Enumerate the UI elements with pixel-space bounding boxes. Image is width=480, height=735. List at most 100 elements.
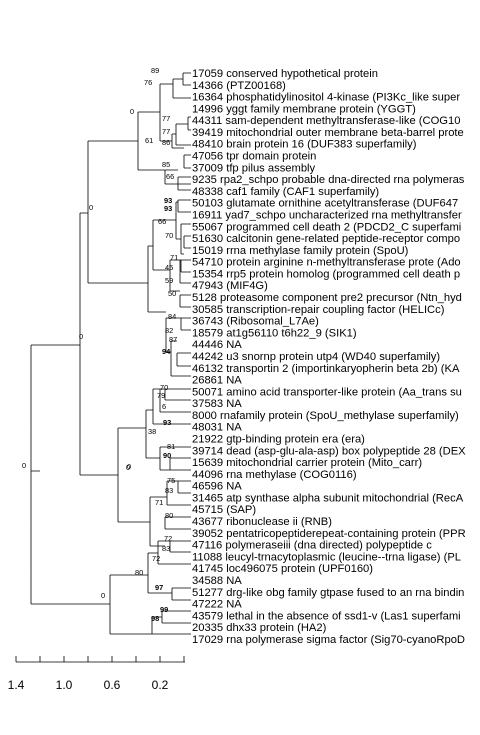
leaf-label: 11088 leucyl-trnacytoplasmic (leucine--t… — [192, 551, 461, 563]
leaf-label: 47116 polymeraseiii (dna directed) polyp… — [192, 540, 432, 552]
leaf-label: 50103 glutamate ornithine acetyltransfer… — [192, 198, 458, 210]
support-value: 94 — [162, 347, 171, 356]
leaf-label: 36743 (Ribosomal_L7Ae) — [192, 316, 319, 328]
support-value: 85 — [162, 160, 170, 169]
support-value: 83 — [165, 486, 173, 495]
leaf-label: 48338 caf1 family (CAF1 superfamily) — [192, 186, 379, 198]
leaf-label: 45715 (SAP) — [192, 504, 256, 516]
scale-tick-label: 1.0 — [56, 678, 73, 692]
support-value: 76 — [144, 78, 152, 87]
scale-tick-label: 0.2 — [152, 678, 169, 692]
support-value: 93 — [164, 204, 172, 213]
support-values: 8976077778661856609393667071455950084828… — [22, 66, 178, 623]
leaf-label: 48410 brain protein 16 (DUF383 superfami… — [192, 139, 417, 151]
leaf-label: 44446 NA — [192, 339, 242, 351]
support-value: 77 — [162, 114, 170, 123]
support-value: 83 — [162, 544, 170, 553]
leaf-label: 46132 transportin 2 (importinkaryopherin… — [192, 363, 460, 375]
leaf-label: 44096 rna methylase (COG0116) — [192, 469, 357, 481]
leaf-label: 37583 NA — [192, 398, 242, 410]
support-value: 0 — [89, 203, 93, 212]
leaf-label: 21922 gtp-binding protein era (era) — [192, 434, 365, 446]
leaf-labels: 17059 conserved hypothetical protein1436… — [192, 68, 466, 646]
leaf-label: 51630 calcitonin gene-related peptide-re… — [192, 233, 460, 245]
leaf-label: 17029 rna polymerase sigma factor (Sig70… — [192, 634, 465, 646]
leaf-label: 15354 rrp5 protein homolog (programmed c… — [192, 268, 460, 280]
support-value: 72 — [152, 554, 160, 563]
scale-axis: 1.4 1.0 0.6 0.2 — [8, 656, 185, 692]
leaf-label: 37009 tfp pilus assembly — [192, 162, 316, 174]
support-value: 87 — [169, 335, 177, 344]
leaf-label: 9235 rpa2_schpo probable dna-directed rn… — [192, 174, 465, 186]
leaf-label: 15639 mitochondrial carrier protein (Mit… — [192, 457, 422, 469]
support-value: 86 — [162, 138, 170, 147]
scale-tick-label: 1.4 — [8, 678, 25, 692]
leaf-label: 47056 tpr domain protein — [192, 151, 316, 163]
support-value: 81 — [167, 442, 175, 451]
support-value: 71 — [155, 498, 163, 507]
leaf-label: 50071 amino acid transporter-like protei… — [192, 386, 462, 398]
leaf-label: 47222 NA — [192, 599, 242, 611]
support-value: 75 — [167, 476, 175, 485]
support-value: 98 — [151, 614, 159, 623]
scale-tick-label: 0.6 — [104, 678, 121, 692]
leaf-label: 39052 pentatricopeptiderepeat-containing… — [192, 528, 466, 540]
support-value: 90 — [163, 451, 171, 460]
support-value: 93 — [164, 196, 172, 205]
support-value: 0 — [127, 462, 131, 471]
support-value: 61 — [145, 136, 153, 145]
support-value: 84 — [168, 312, 176, 321]
leaf-label: 47943 (MIF4G) — [192, 280, 268, 292]
support-value: 66 — [166, 172, 174, 181]
leaf-label: 16364 phosphatidylinositol 4-kinase (PI3… — [192, 92, 460, 104]
leaf-label: 41745 loc496075 protein (UPF0160) — [192, 563, 373, 575]
support-value: 99 — [160, 605, 168, 614]
leaf-label: 48031 NA — [192, 422, 242, 434]
leaf-label: 54710 protein arginine n-methyltransfera… — [192, 257, 461, 269]
support-value: 45 — [165, 263, 173, 272]
support-value: 72 — [164, 534, 172, 543]
support-value: 79 — [157, 391, 165, 400]
support-value: 0 — [22, 461, 26, 470]
support-value: 70 — [160, 383, 168, 392]
leaf-label: 8000 rnafamily protein (SpoU_methylase s… — [192, 410, 459, 422]
support-value: 80 — [165, 511, 173, 520]
support-value: 0 — [126, 463, 130, 472]
support-value: 66 — [158, 217, 166, 226]
support-value: 0 — [79, 332, 83, 341]
leaf-label: 5128 proteasome component pre2 precursor… — [192, 292, 462, 304]
leaf-label: 51277 drg-like obg family gtpase fused t… — [192, 587, 464, 599]
support-value: 82 — [165, 326, 173, 335]
support-value: 89 — [151, 66, 159, 75]
leaf-label: 55067 programmed cell death 2 (PDCD2_C s… — [192, 221, 461, 233]
support-value: 38 — [148, 427, 156, 436]
leaf-label: 20335 dhx33 protein (HA2) — [192, 622, 327, 634]
leaf-label: 44311 sam-dependent methyltransferase-li… — [192, 115, 460, 127]
leaf-label: 44242 u3 snornp protein utp4 (WD40 super… — [192, 351, 440, 363]
leaf-label: 14996 yggt family membrane protein (YGGT… — [192, 103, 416, 115]
leaf-label: 39419 mitochondrial outer membrane beta-… — [192, 127, 464, 139]
leaf-label: 43677 ribonuclease ii (RNB) — [192, 516, 332, 528]
tree-branches — [30, 72, 191, 635]
leaf-label: 26861 NA — [192, 375, 242, 387]
support-value: 80 — [135, 568, 143, 577]
leaf-label: 17059 conserved hypothetical protein — [192, 68, 378, 80]
support-value: 70 — [165, 231, 173, 240]
support-value: 71 — [170, 253, 178, 262]
leaf-label: 15019 rrna methylase family protein (Spo… — [192, 245, 409, 257]
leaf-label: 39714 dead (asp-glu-ala-asp) box polypep… — [192, 445, 466, 457]
support-value: 0 — [101, 591, 105, 600]
leaf-label: 43579 lethal in the absence of ssd1-v (L… — [192, 610, 461, 622]
leaf-label: 30585 transcription-repair coupling fact… — [192, 304, 445, 316]
leaf-label: 16911 yad7_schpo uncharacterized rna met… — [192, 210, 462, 222]
support-value: 50 — [168, 289, 176, 298]
support-value: 77 — [162, 127, 170, 136]
leaf-label: 46596 NA — [192, 481, 242, 493]
support-value: 97 — [155, 583, 163, 592]
support-value: 93 — [163, 418, 171, 427]
support-value: 0 — [130, 107, 134, 116]
leaf-label: 14366 (PTZ00168) — [192, 80, 286, 92]
leaf-label: 31465 atp synthase alpha subunit mitocho… — [192, 492, 464, 504]
leaf-label: 18579 at1g56110 t6h22_9 (SIK1) — [192, 327, 357, 339]
